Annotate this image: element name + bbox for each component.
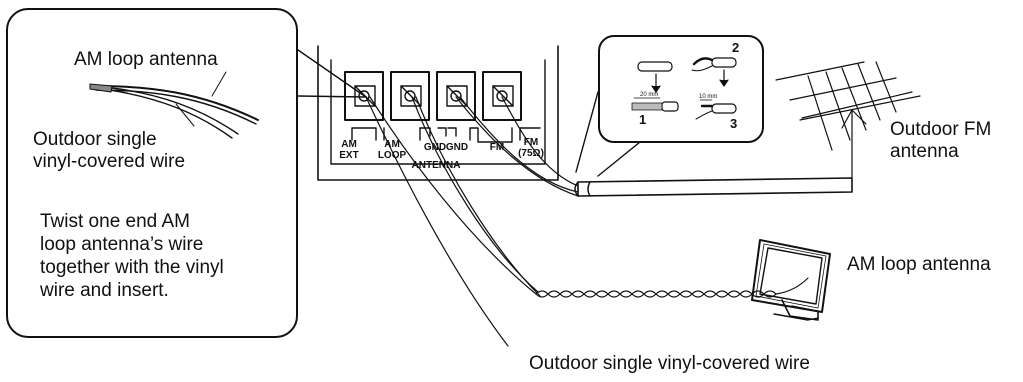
term-am-loop-line1: AM	[384, 139, 400, 150]
terminal-am-ext	[344, 71, 384, 121]
strip-step-1: 1	[639, 112, 647, 127]
am-loop-antenna	[751, 239, 831, 321]
instruction-line-2: loop antenna’s wire	[40, 234, 204, 255]
callout-wire-label-line2: vinyl-covered wire	[33, 151, 186, 172]
callout-wire-label-line1: Outdoor single	[33, 129, 157, 150]
receiver-panel	[317, 45, 559, 181]
term-am-loop-line2: LOOP	[377, 150, 407, 161]
strip-length-10mm: 10 mm	[699, 94, 718, 100]
term-am-ext-line2: EXT	[339, 150, 359, 161]
outdoor-wire-bottom-label: Outdoor single vinyl-covered wire	[529, 353, 810, 374]
terminal-am-loop	[390, 71, 430, 121]
instruction-line-3: together with the vinyl	[40, 257, 224, 278]
term-fm75-line1: FM	[523, 137, 539, 148]
strip-detail-pointer	[575, 91, 641, 177]
outdoor-fm-antenna	[775, 61, 921, 179]
term-gnd-1: GND	[423, 142, 447, 153]
strip-length-20mm: 20 mm	[640, 92, 659, 98]
outdoor-fm-label-line1: Outdoor FM	[890, 119, 992, 140]
twisted-wire	[535, 277, 809, 298]
am-loop-antenna-label: AM loop antenna	[847, 254, 991, 275]
term-fm: FM	[489, 142, 505, 153]
callout-antenna-label: AM loop antenna	[74, 49, 218, 70]
strip-step-3: 3	[730, 116, 738, 131]
callout-pointer	[297, 49, 367, 98]
wires	[365, 96, 579, 347]
callout-wire-sample	[89, 71, 259, 139]
strip-step-2: 2	[732, 40, 740, 55]
instruction-line-1: Twist one end AM	[40, 211, 190, 232]
callout-box	[6, 8, 298, 338]
strip-detail-illustrations	[631, 57, 737, 120]
fm-cable	[574, 177, 853, 197]
terminal-gnd	[436, 71, 476, 121]
term-am-ext-line1: AM	[341, 139, 357, 150]
term-fm75-line2: (75Ω)	[518, 148, 544, 159]
strip-detail-box	[598, 35, 764, 143]
instruction-line-4: wire and insert.	[40, 280, 169, 301]
term-gnd-2: GND	[445, 142, 469, 153]
outdoor-fm-label-line2: antenna	[890, 141, 959, 162]
terminal-fm	[482, 71, 522, 121]
term-antenna: ANTENNA	[411, 160, 461, 171]
